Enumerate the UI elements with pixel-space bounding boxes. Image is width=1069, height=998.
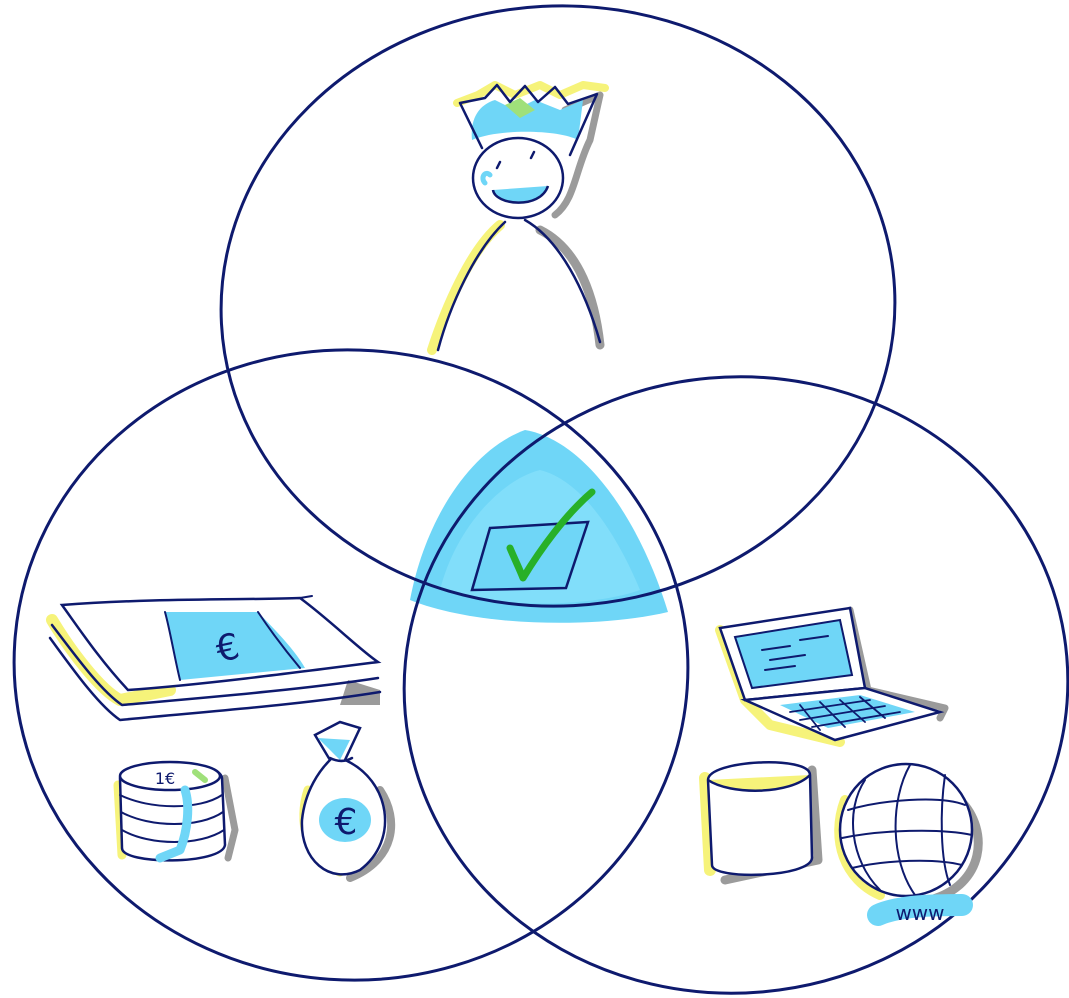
banknote-stack-icon: € bbox=[46, 595, 382, 722]
circle-bottom-left bbox=[12, 348, 690, 982]
globe-www-label: www bbox=[895, 901, 944, 925]
laptop-icon bbox=[715, 606, 949, 747]
coin-stack-icon: 1€ bbox=[113, 760, 239, 863]
database-icon bbox=[699, 761, 823, 885]
money-bag-euro-sign: € bbox=[335, 802, 358, 843]
circle-top bbox=[219, 4, 897, 608]
circle-bottom-right bbox=[402, 375, 1069, 995]
coin-mark: 1€ bbox=[155, 769, 175, 788]
checkbox-checked-icon bbox=[470, 488, 596, 592]
globe-icon: www bbox=[834, 762, 983, 926]
king-person-icon bbox=[427, 81, 609, 355]
money-bag-icon: € bbox=[299, 720, 396, 882]
